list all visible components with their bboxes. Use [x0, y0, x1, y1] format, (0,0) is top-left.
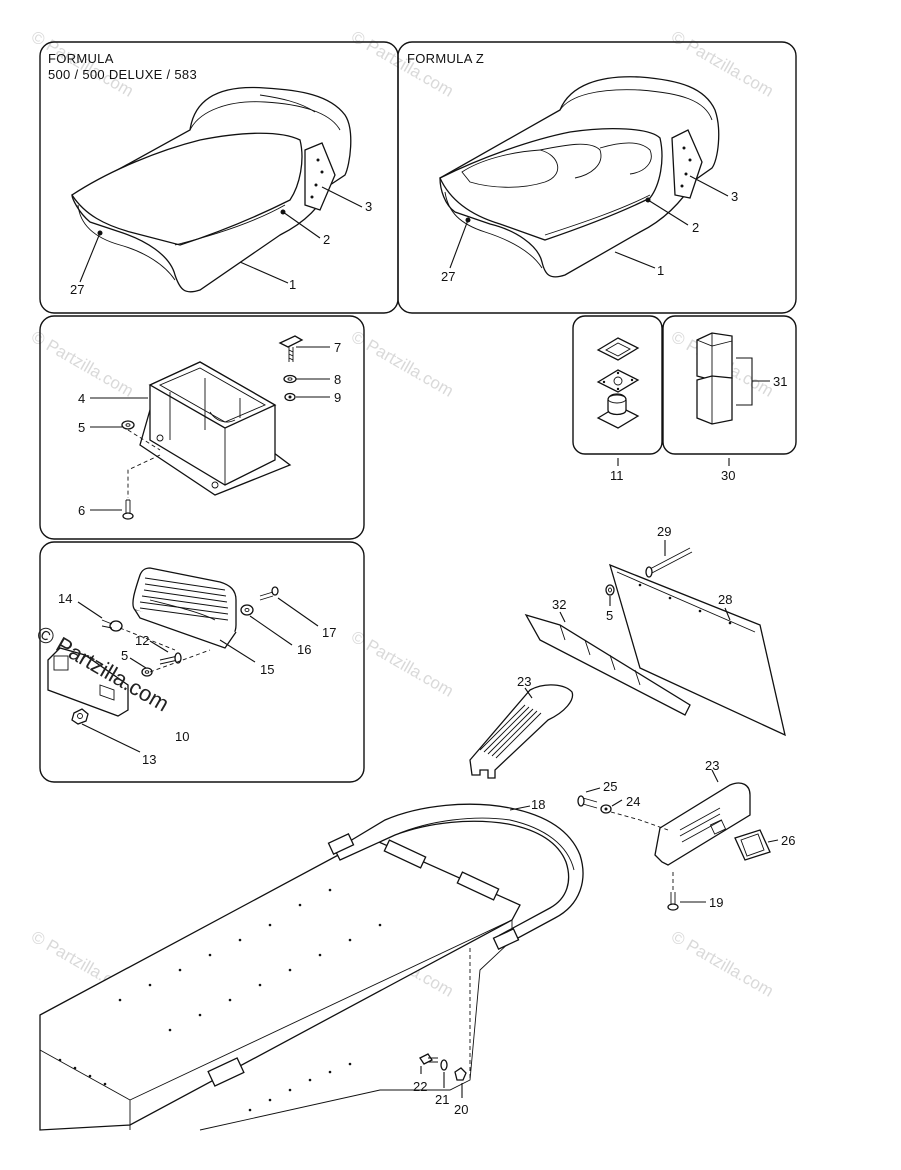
watermark-text: © Partzilla.com	[28, 327, 137, 401]
callout-label: 9	[334, 390, 341, 405]
callout-label: 25	[603, 779, 617, 794]
callout-label: 3	[731, 189, 738, 204]
callout-label: 2	[692, 220, 699, 235]
grommet-26	[734, 829, 771, 861]
watermark-text: © Partzilla.com	[668, 927, 777, 1001]
callout-label: 26	[781, 833, 795, 848]
panel-subtitle: 500 / 500 DELUXE / 583	[48, 67, 197, 82]
panel-tail-light: 14 12 5 13 10 15 16 17 © Partzilla.com	[33, 541, 365, 783]
callout-label: 17	[322, 625, 336, 640]
callout-label: 28	[718, 592, 732, 607]
callout-label: 1	[289, 277, 296, 292]
callout-label: 6	[78, 503, 85, 518]
callout-label: 31	[773, 374, 787, 389]
callout-label: 29	[657, 524, 671, 539]
panel-hinge-kit: 11	[572, 315, 663, 483]
callout-label: 5	[121, 648, 128, 663]
tail-light-drawing	[132, 567, 237, 649]
callout-label: 15	[260, 662, 274, 677]
callout-label: 3	[365, 199, 372, 214]
screw-19	[667, 892, 679, 911]
nut-13	[71, 708, 89, 725]
callout-label: 24	[626, 794, 640, 809]
screw-6	[122, 499, 134, 520]
callout-label: 21	[435, 1092, 449, 1107]
callout-label: 4	[78, 391, 85, 406]
callout-label: 19	[709, 895, 723, 910]
tunnel-holes	[58, 888, 382, 1112]
callout-label: 7	[334, 340, 341, 355]
panel-frame	[662, 315, 797, 455]
panel-title: FORMULA Z	[407, 51, 484, 66]
panel-formula-seat: FORMULA 500 / 500 DELUXE / 583 3 2 1 27	[39, 41, 399, 314]
panel-frame	[39, 315, 365, 540]
callout-label: 20	[454, 1102, 468, 1117]
callout-label: 1	[657, 263, 664, 278]
panel-frame	[39, 541, 365, 783]
callout-label: 14	[58, 591, 72, 606]
seat-drawing	[439, 76, 720, 278]
callout-label: 27	[70, 282, 84, 297]
rivet-29	[645, 547, 693, 578]
callout-label: 23	[705, 758, 719, 773]
callout-label: 11	[610, 468, 624, 483]
foam-pad-drawing	[696, 332, 733, 425]
seat-drawing	[71, 86, 352, 293]
bulb-14	[101, 619, 123, 632]
washer-5	[121, 420, 135, 430]
bolt-22	[419, 1053, 438, 1065]
callout-label: 18	[531, 797, 545, 812]
screw-12	[159, 652, 182, 665]
callout-label: 16	[297, 642, 311, 657]
panel-frame	[572, 315, 663, 455]
grommet-16	[240, 604, 254, 616]
side-cover-23-right: 23 25 24 26 19	[577, 758, 795, 911]
hardware-7-8-9	[278, 335, 304, 402]
hinge-drawing	[596, 337, 640, 429]
callout-label: 22	[413, 1079, 427, 1094]
panel-formula-z-seat: FORMULA Z 3 2 1 27	[397, 41, 797, 314]
nut-20	[454, 1067, 467, 1081]
side-cover-23-left: 23	[469, 674, 574, 779]
callout-label: 23	[517, 674, 531, 689]
callout-label: 5	[78, 420, 85, 435]
callout-label: 27	[441, 269, 455, 284]
callout-label: 32	[552, 597, 566, 612]
washer-5	[605, 584, 615, 596]
washer-5	[141, 667, 153, 677]
panel-storage-box: 4 5 6 7 8 9	[39, 315, 365, 540]
light-housing-10	[47, 647, 129, 717]
storage-box-drawing	[139, 361, 292, 496]
rear-flap-assembly: 29 28 32 5	[524, 524, 786, 737]
callout-label: 10	[175, 729, 189, 744]
screw-17	[259, 586, 279, 601]
callout-label: 8	[334, 372, 341, 387]
tunnel-and-grab-handle: 18 22 21 20	[39, 797, 584, 1131]
callout-label: 13	[142, 752, 156, 767]
callout-label: 30	[721, 468, 735, 483]
callout-label: 5	[606, 608, 613, 623]
washer-21	[440, 1059, 448, 1071]
panel-title: FORMULA	[48, 51, 114, 66]
screw-25	[577, 795, 598, 809]
callout-label: 2	[323, 232, 330, 247]
panel-foam-pads: 31 30	[662, 315, 797, 483]
callout-label: 12	[135, 633, 149, 648]
panel-frame	[397, 41, 797, 314]
